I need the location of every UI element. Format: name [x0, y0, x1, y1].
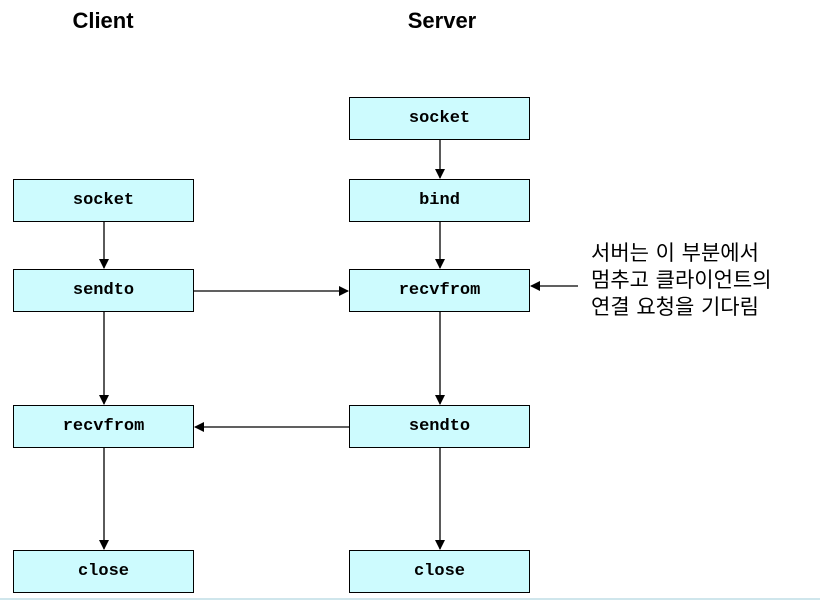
note-line-3: 연결 요청을 기다림: [591, 295, 759, 319]
server-close-box: close: [349, 550, 530, 593]
note-line-2: 멈추고 클라이언트의: [591, 268, 772, 292]
server-sendto-box: sendto: [349, 405, 530, 448]
client-close-box: close: [13, 550, 194, 593]
note-line-1: 서버는 이 부분에서: [591, 241, 759, 265]
client-column-title: Client: [72, 8, 134, 33]
client-socket-box: socket: [13, 179, 194, 222]
client-recvfrom-box: recvfrom: [13, 405, 194, 448]
client-sendto-box: sendto: [13, 269, 194, 312]
server-column-title: Server: [407, 8, 477, 33]
server-recvfrom-box: recvfrom: [349, 269, 530, 312]
server-socket-box: socket: [349, 97, 530, 140]
bottom-divider: [0, 598, 820, 600]
server-bind-box: bind: [349, 179, 530, 222]
server-wait-note: 서버는 이 부분에서 멈추고 클라이언트의 연결 요청을 기다림: [591, 240, 772, 321]
